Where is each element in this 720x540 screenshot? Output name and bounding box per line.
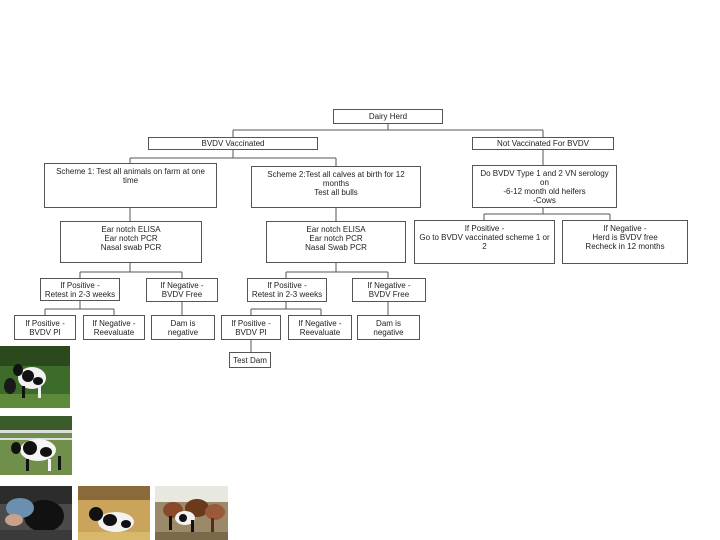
node-s1-reevaluate: If Negative - Reevaluate [83,315,145,340]
herd-photo [155,486,228,540]
node-s1-positive: If Positive - Retest in 2-3 weeks [40,278,120,301]
node-scheme-2: Scheme 2:Test all calves at birth for 12… [251,166,421,208]
node-s2-positive: If Positive - Retest in 2-3 weeks [247,278,327,302]
connector [79,263,183,278]
node-dairy-herd: Dairy Herd [333,109,443,124]
node-s1-pi: If Positive - BVDV PI [14,315,76,340]
cow-photo-2 [0,416,72,475]
connector [285,263,389,278]
node-tests-scheme-2: Ear notch ELISA Ear notch PCR Nasal Swab… [266,221,406,263]
node-s2-reevaluate: If Negative - Reevaluate [288,315,352,340]
cow-photo-3 [0,486,72,540]
node-s2-pi: If Positive - BVDV PI [221,315,281,340]
node-s2-negative: If Negative - BVDV Free [352,278,426,302]
node-not-vaccinated: Not Vaccinated For BVDV [472,137,614,150]
node-tests-scheme-1: Ear notch ELISA Ear notch PCR Nasal swab… [60,221,202,263]
node-scheme-1: Scheme 1: Test all animals on farm at on… [44,163,217,208]
cow-photo-1 [0,346,70,408]
node-nv-positive: If Positive - Go to BVDV vaccinated sche… [414,220,555,264]
node-s2-dam-negative: Dam is negative [357,315,420,340]
connector [232,124,544,137]
calf-photo [78,486,150,540]
node-s1-dam-negative: Dam is negative [151,315,215,340]
node-bvdv-vaccinated: BVDV Vaccinated [148,137,318,150]
connector [44,301,115,315]
connector [483,208,611,220]
node-nv-negative: If Negative - Herd is BVDV free Recheck … [562,220,688,264]
connector [129,150,337,166]
node-serology: Do BVDV Type 1 and 2 VN serology on -6-1… [472,165,617,208]
node-s1-negative: If Negative - BVDV Free [146,278,218,302]
node-test-dam: Test Dam [229,352,271,368]
connector [250,302,322,315]
